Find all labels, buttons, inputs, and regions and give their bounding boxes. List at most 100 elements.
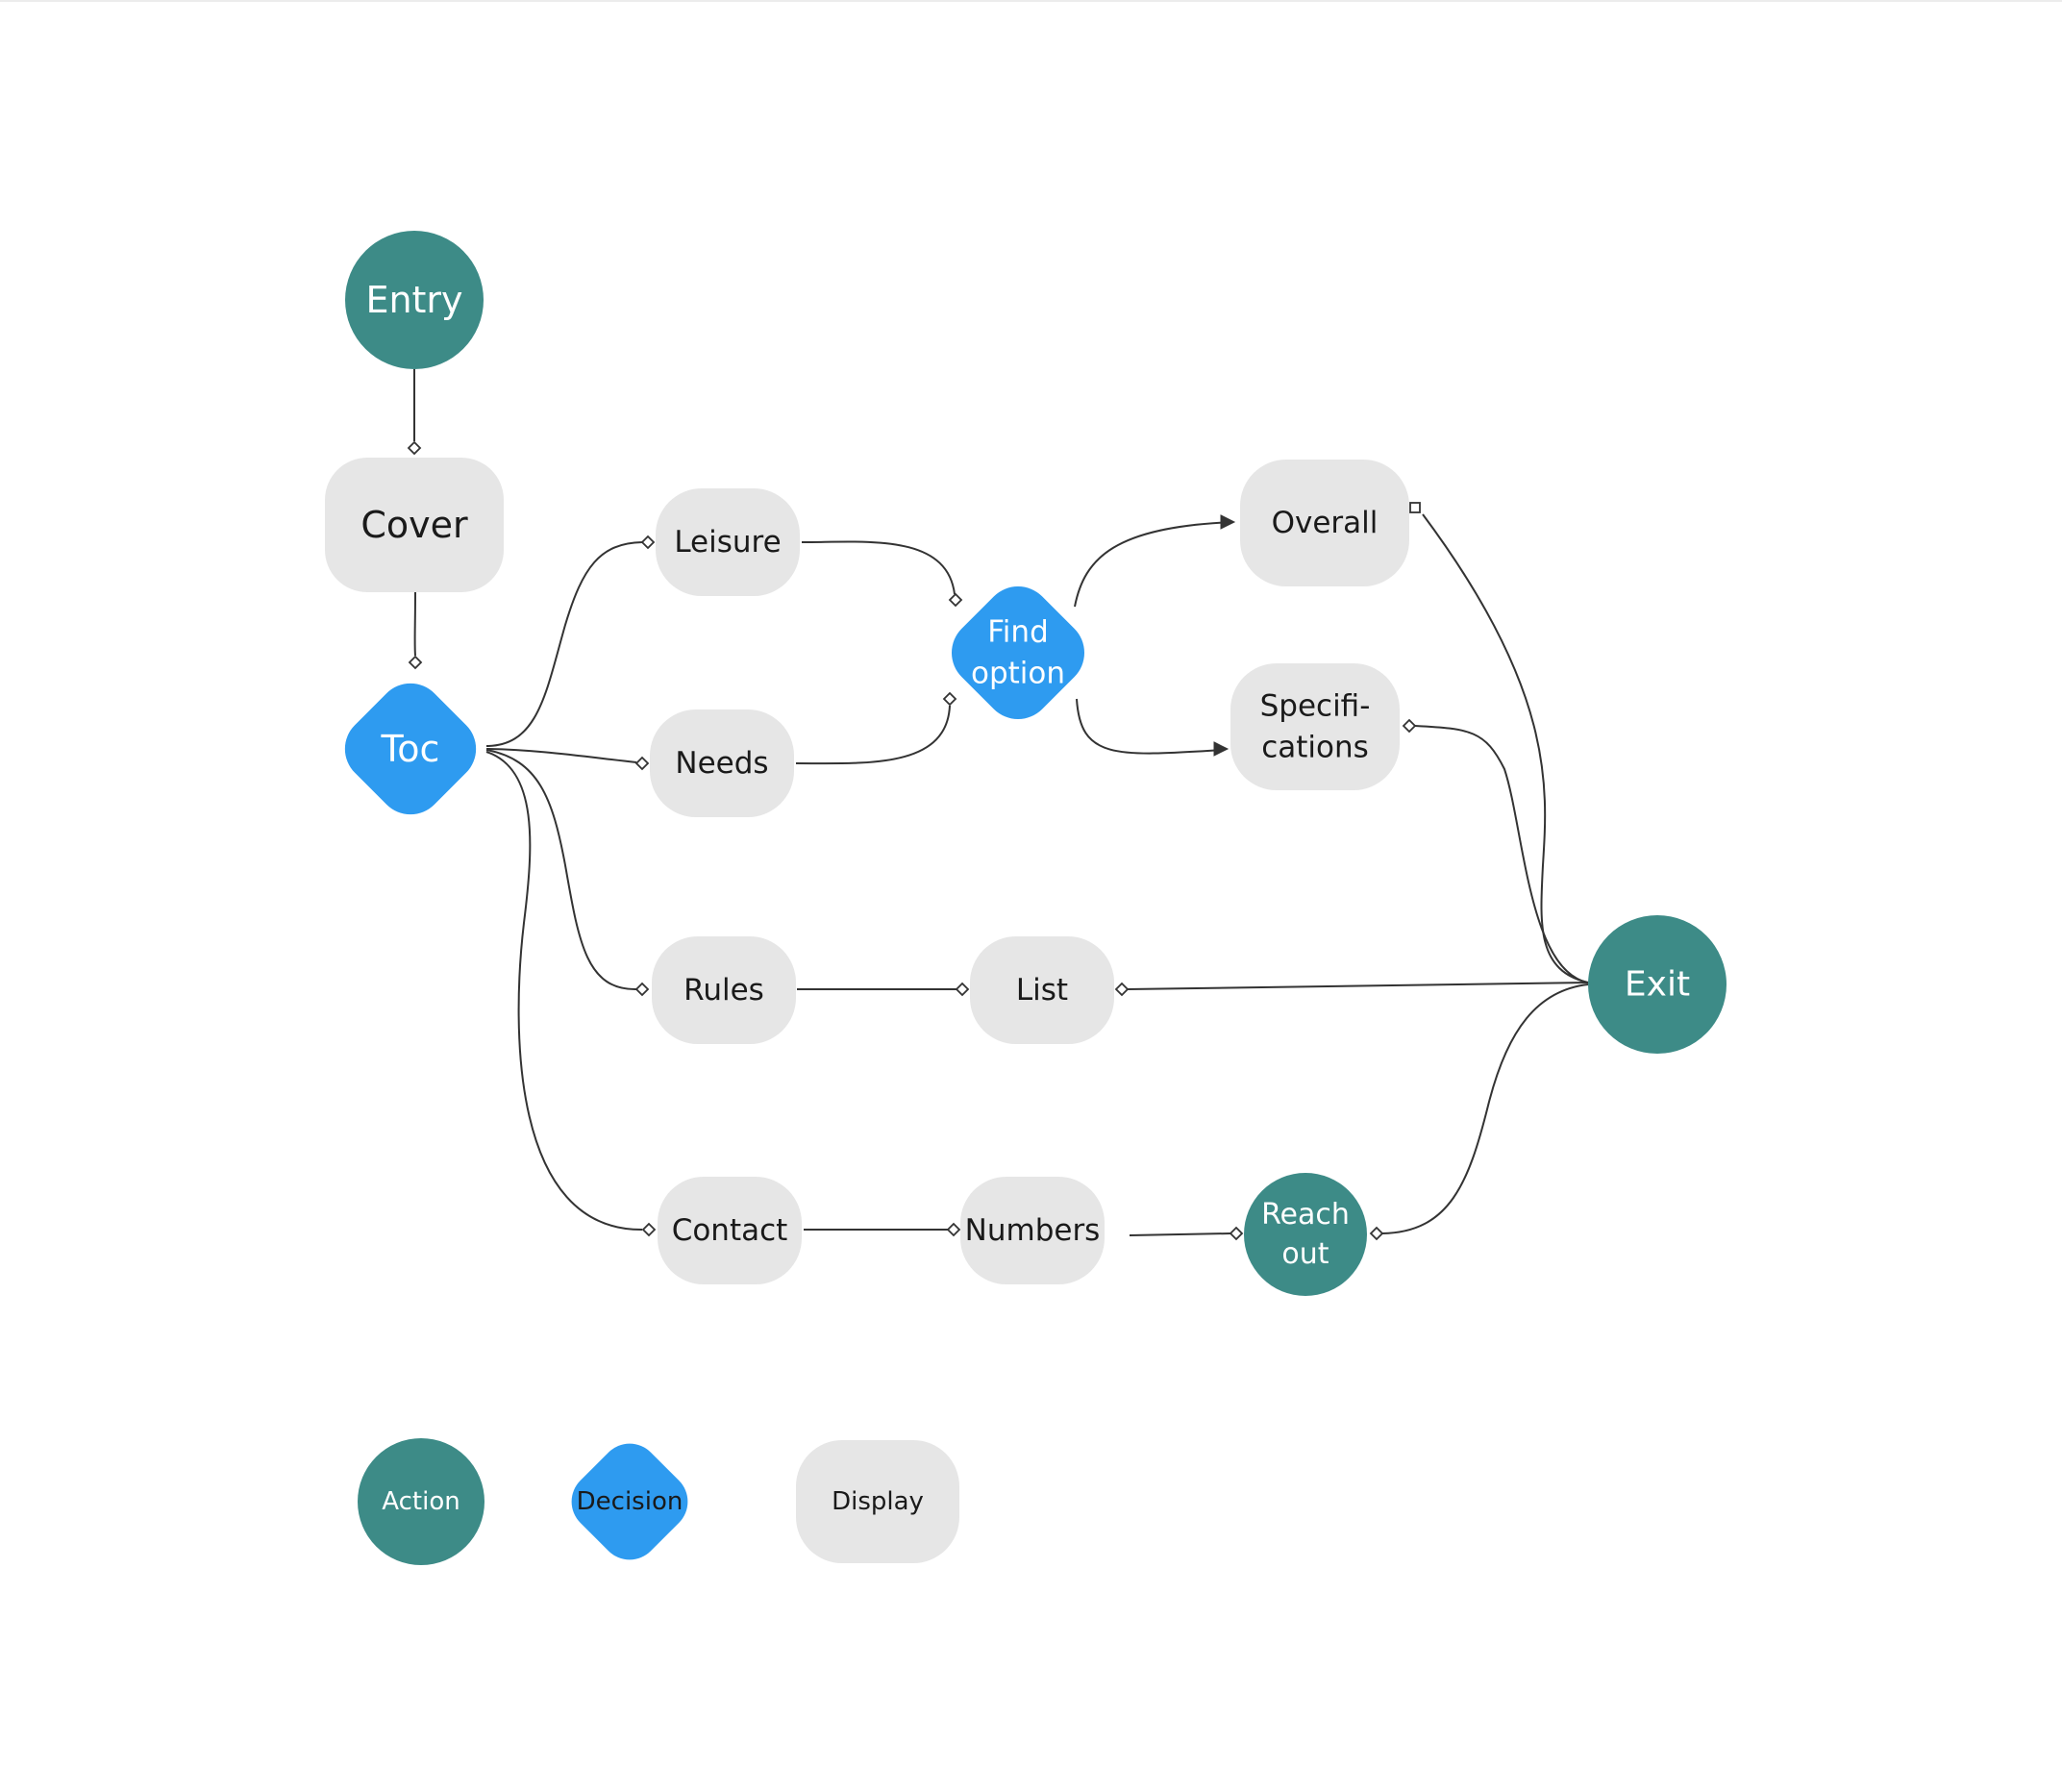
node-find-option[interactable]: Find option xyxy=(937,572,1098,733)
edge-exit-specifications xyxy=(1402,718,1589,983)
diamond-end-icon xyxy=(634,982,650,997)
legend-decision-label: Decision xyxy=(577,1487,683,1516)
node-reach-out-shape xyxy=(1244,1173,1367,1296)
node-needs[interactable]: Needs xyxy=(650,709,794,817)
legend-display-item: Display xyxy=(796,1440,959,1563)
connector-line xyxy=(485,748,637,763)
diamond-end-icon xyxy=(1369,1226,1384,1241)
edge-contact-numbers xyxy=(804,1222,961,1237)
legend-display-shape xyxy=(796,1440,959,1563)
node-entry-label: Entry xyxy=(365,279,462,321)
connector-line xyxy=(1422,513,1589,983)
edge-find-option-specifications xyxy=(1076,698,1230,757)
node-reach-out[interactable]: Reach out xyxy=(1244,1173,1367,1296)
edge-leisure-find-option xyxy=(801,540,963,608)
diamond-end-icon xyxy=(946,1222,961,1237)
node-rules-label: Rules xyxy=(683,973,764,1008)
node-list[interactable]: List xyxy=(970,936,1114,1044)
node-exit-label: Exit xyxy=(1625,965,1690,1005)
legend-decision-shape xyxy=(571,1443,688,1560)
node-entry[interactable]: Entry xyxy=(345,231,484,369)
node-find-option-label-line-1: Find xyxy=(987,615,1049,650)
node-toc-shape xyxy=(344,683,477,815)
edges-layer xyxy=(407,369,1589,1241)
edge-needs-find-option xyxy=(795,691,957,765)
diamond-end-icon xyxy=(634,756,650,771)
node-toc[interactable]: Toc xyxy=(331,669,489,828)
legend-action-label: Action xyxy=(382,1487,460,1516)
connector-line xyxy=(485,541,643,747)
node-numbers[interactable]: Numbers xyxy=(960,1177,1105,1284)
node-specifications[interactable]: Specifi-cations xyxy=(1230,663,1400,790)
node-cover-shape xyxy=(325,458,504,592)
connector-line xyxy=(1129,1232,1231,1236)
node-contact-label: Contact xyxy=(672,1213,788,1248)
node-specifications-label-line-1: Specifi- xyxy=(1260,689,1371,724)
edge-rules-list xyxy=(797,982,970,997)
node-entry-shape xyxy=(345,231,484,369)
edge-toc-rules xyxy=(485,749,650,997)
legend-action-item: Action xyxy=(358,1438,484,1565)
node-exit[interactable]: Exit xyxy=(1588,915,1727,1054)
node-list-label: List xyxy=(1016,973,1068,1008)
node-needs-label: Needs xyxy=(675,746,768,781)
connector-line xyxy=(1381,983,1589,1234)
diamond-end-icon xyxy=(942,691,957,707)
edge-cover-toc xyxy=(408,591,423,670)
edge-numbers-reach-out xyxy=(1129,1226,1244,1241)
node-needs-shape xyxy=(650,709,794,817)
node-leisure[interactable]: Leisure xyxy=(656,488,800,596)
node-cover[interactable]: Cover xyxy=(325,458,504,592)
node-find-option-shape xyxy=(951,585,1085,720)
edge-entry-cover xyxy=(407,369,422,456)
diamond-end-icon xyxy=(955,982,970,997)
legend-action-shape xyxy=(358,1438,484,1565)
diamond-end-icon xyxy=(641,1222,657,1237)
connector-line xyxy=(485,751,643,1232)
connector-line xyxy=(801,540,956,595)
node-toc-label: Toc xyxy=(381,728,440,770)
node-rules[interactable]: Rules xyxy=(652,936,796,1044)
node-exit-shape xyxy=(1588,915,1727,1054)
connector-line xyxy=(485,749,637,991)
edge-toc-needs xyxy=(485,748,650,771)
connector-line xyxy=(795,705,951,765)
node-overall-label: Overall xyxy=(1272,506,1379,540)
diamond-end-icon xyxy=(640,535,656,550)
node-numbers-label: Numbers xyxy=(965,1213,1101,1248)
square-end-icon xyxy=(1409,502,1421,513)
node-numbers-shape xyxy=(960,1177,1105,1284)
diamond-end-icon xyxy=(408,655,423,670)
node-contact[interactable]: Contact xyxy=(658,1177,802,1284)
diamond-end-icon xyxy=(1229,1226,1244,1241)
node-reach-out-label-line-1: Reach xyxy=(1261,1198,1350,1232)
node-overall[interactable]: Overall xyxy=(1240,460,1409,586)
node-rules-shape xyxy=(652,936,796,1044)
diamond-end-icon xyxy=(407,440,422,456)
legend-display-label: Display xyxy=(832,1487,924,1516)
diamond-end-icon xyxy=(948,592,963,608)
edge-toc-contact xyxy=(485,751,657,1237)
node-specifications-shape xyxy=(1230,663,1400,790)
edge-exit-list xyxy=(1114,982,1589,997)
connector-line xyxy=(1074,521,1234,608)
node-overall-shape xyxy=(1240,460,1409,586)
legend-decision-item: Decision xyxy=(571,1443,688,1560)
node-contact-shape xyxy=(658,1177,802,1284)
node-leisure-shape xyxy=(656,488,800,596)
node-list-shape xyxy=(970,936,1114,1044)
node-leisure-label: Leisure xyxy=(674,525,781,560)
node-reach-out-label-line-2: out xyxy=(1281,1237,1329,1271)
node-cover-label: Cover xyxy=(360,504,468,546)
edge-exit-reach-out xyxy=(1369,983,1589,1241)
legend: Action Decision Display xyxy=(358,1438,959,1565)
connector-line xyxy=(1414,725,1589,983)
diamond-end-icon xyxy=(1402,718,1417,734)
connector-line xyxy=(1127,982,1589,990)
node-find-option-label-line-2: option xyxy=(971,656,1065,690)
node-specifications-label-line-2: cations xyxy=(1261,730,1369,764)
edge-toc-leisure xyxy=(485,535,656,747)
diamond-end-icon xyxy=(1114,982,1130,997)
